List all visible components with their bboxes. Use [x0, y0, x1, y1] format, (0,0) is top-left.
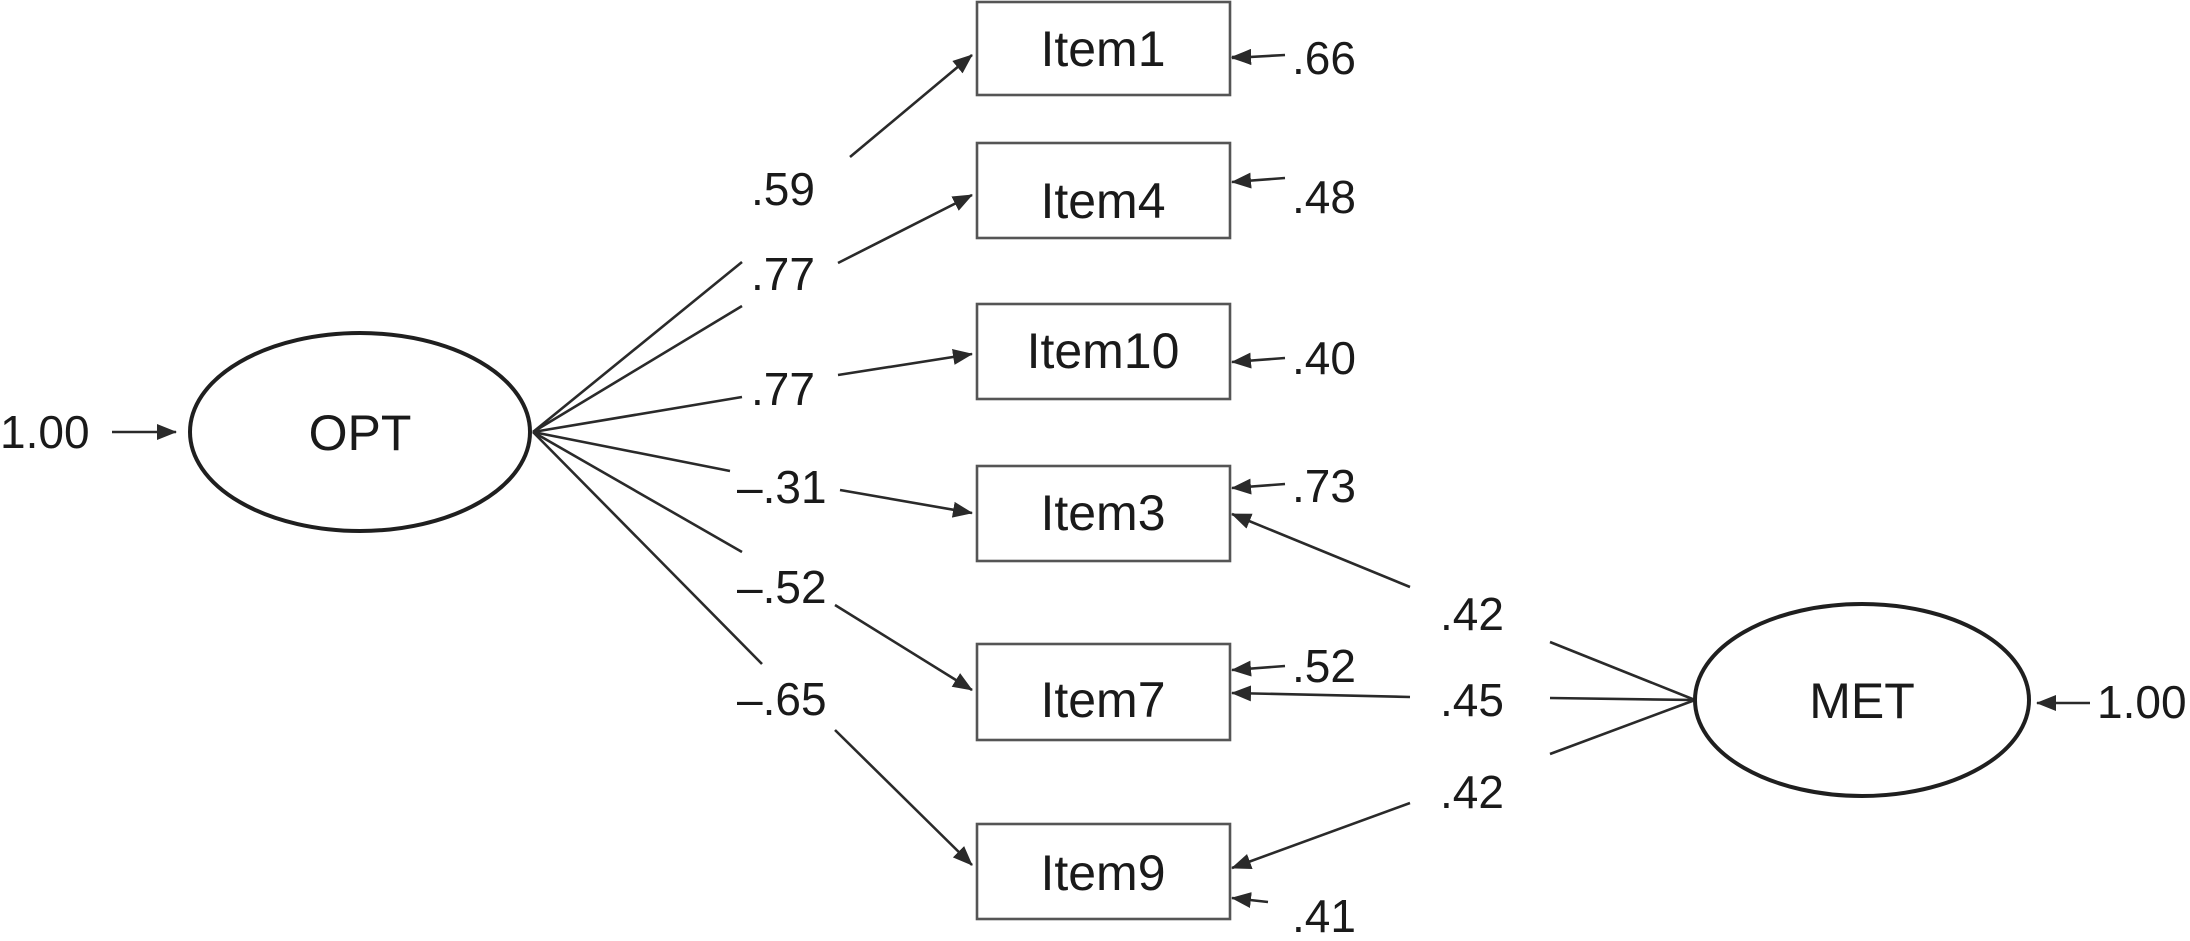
- factor-met: MET: [1693, 602, 2031, 798]
- path-opt-item10: [532, 349, 973, 434]
- residual-label-item3: .73: [1292, 460, 1356, 512]
- path-met-item7: [1231, 685, 1696, 702]
- item9-label: Item9: [1040, 845, 1165, 901]
- path-opt-item1: [532, 54, 973, 434]
- path-opt-item3: [532, 430, 973, 518]
- item9-box: Item9: [975, 822, 1232, 921]
- residual-arrow-item10: [1231, 352, 1286, 369]
- loading-label-opt-item1: .59: [751, 163, 815, 215]
- loading-label-opt-item4: .77: [751, 248, 815, 300]
- residual-arrow-item7: [1231, 660, 1286, 677]
- item10-box: Item10: [975, 302, 1232, 401]
- residual-label-item7: .52: [1292, 640, 1356, 692]
- item1-box: Item1: [975, 0, 1232, 97]
- residual-label-item1: .66: [1292, 32, 1356, 84]
- opt-variance-label: 1.00: [0, 406, 90, 458]
- met-variance-label: 1.00: [2097, 676, 2187, 728]
- residual-label-item4: .48: [1292, 171, 1356, 223]
- residual-label-item9: .41: [1292, 890, 1356, 941]
- factor-opt: OPT: [188, 331, 532, 533]
- loading-label-met-item9: .42: [1440, 766, 1504, 818]
- item7-label: Item7: [1040, 672, 1165, 728]
- path-opt-item9: [532, 431, 973, 866]
- item10-label: Item10: [1027, 323, 1180, 379]
- item3-box: Item3: [975, 464, 1232, 563]
- residual-label-item10: .40: [1292, 332, 1356, 384]
- loading-label-met-item3: .42: [1440, 588, 1504, 640]
- item3-label: Item3: [1040, 485, 1165, 541]
- path-opt-item7: [532, 430, 973, 692]
- residual-arrow-item3: [1231, 478, 1286, 495]
- loading-label-opt-item7: –.52: [737, 561, 827, 613]
- item1-label: Item1: [1040, 21, 1165, 77]
- item4-label: Item4: [1040, 173, 1165, 229]
- loading-label-opt-item9: –.65: [737, 673, 827, 725]
- path-met-item9: [1231, 698, 1696, 870]
- item7-box: Item7: [975, 642, 1232, 742]
- residual-arrow-item4: [1231, 172, 1286, 189]
- path-opt-item4: [532, 193, 973, 434]
- loading-label-opt-item3: –.31: [737, 461, 827, 513]
- factor-opt-label: OPT: [309, 405, 412, 461]
- residual-arrow-item9: [1231, 892, 1269, 909]
- factor-met-label: MET: [1809, 673, 1915, 729]
- item4-box: Item4: [975, 141, 1232, 240]
- residual-arrow-item1b: [1231, 48, 1286, 65]
- path-met-item3: [1231, 512, 1696, 702]
- loading-label-met-item7: .45: [1440, 674, 1504, 726]
- loading-label-opt-item10: .77: [751, 363, 815, 415]
